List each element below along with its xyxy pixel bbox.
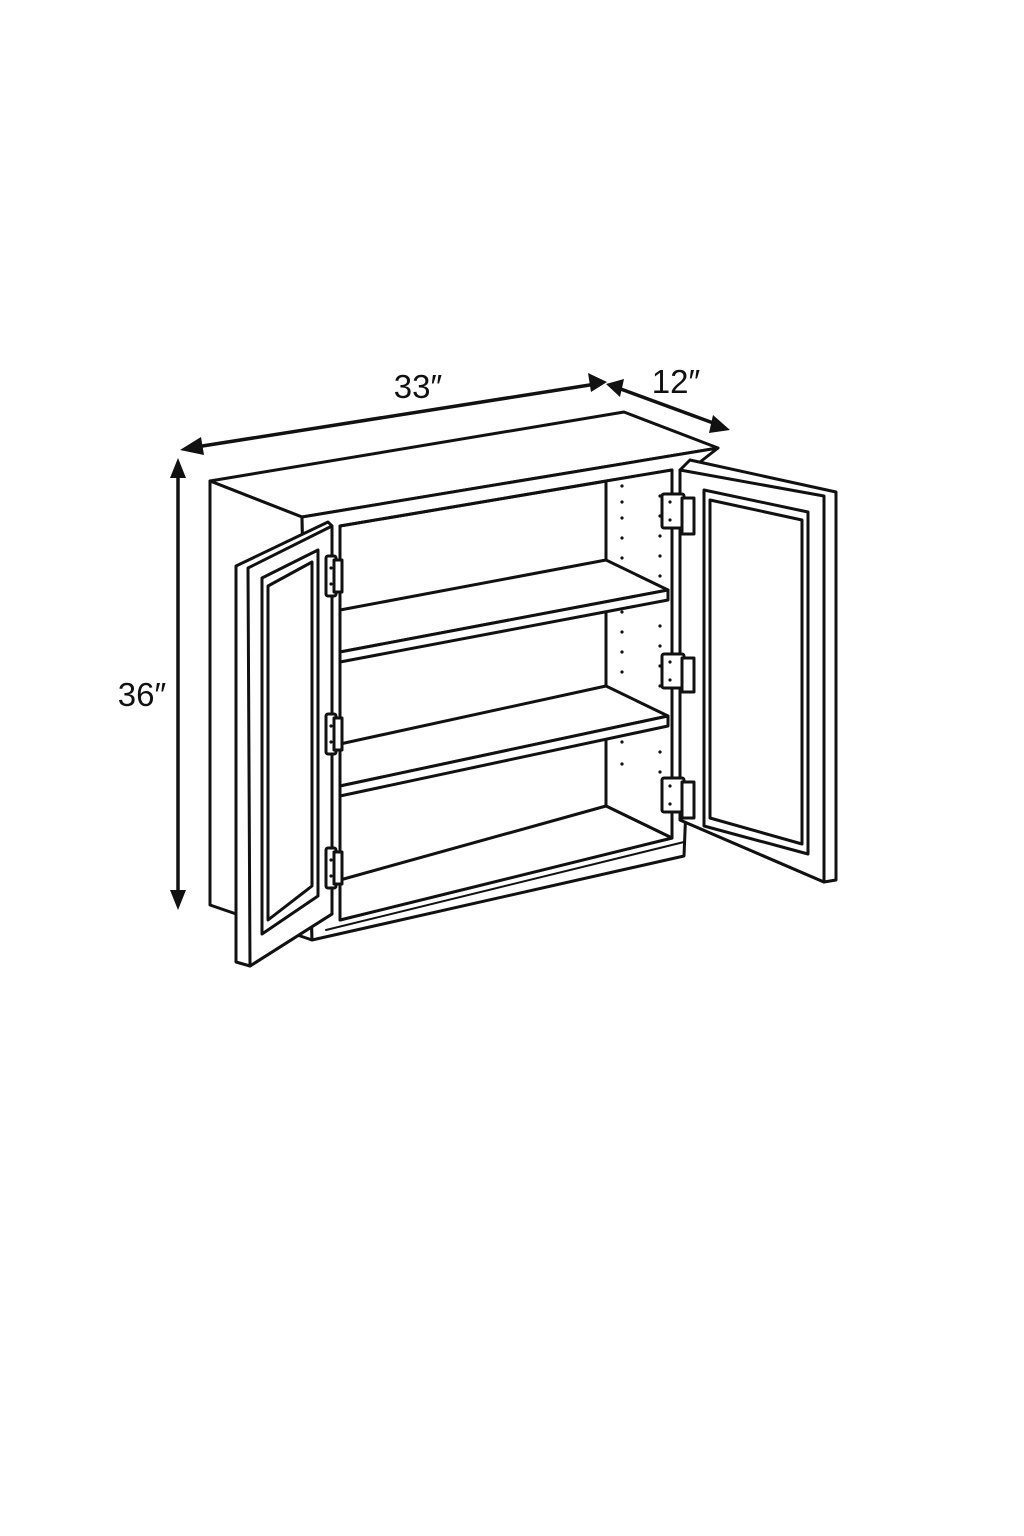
width-dimension-line	[195, 382, 597, 449]
right-door-face	[678, 468, 826, 884]
left-door-hinge-middle	[324, 712, 344, 756]
width-arrow-right-icon	[588, 373, 607, 392]
depth-dimension-line	[617, 386, 717, 426]
left-door	[234, 520, 344, 968]
right-door-panel-inner	[708, 498, 804, 846]
right-door-hinge-top	[660, 492, 696, 536]
depth-arrow-right-icon	[709, 415, 730, 433]
right-door-hinge-middle	[660, 652, 696, 694]
depth-arrow-left-icon	[606, 379, 624, 397]
left-door-hinge-top	[324, 554, 344, 598]
shelf-upper-front	[338, 588, 670, 664]
bottom-edge	[325, 841, 685, 931]
left-door-panel-outer	[260, 548, 320, 936]
shelf-lower-front	[338, 714, 670, 798]
left-door-panel-inner	[266, 560, 314, 922]
width-dimension: 33″	[180, 368, 607, 455]
right-door	[660, 458, 838, 884]
left-door-hinge-bottom	[324, 846, 344, 890]
height-arrow-bottom-icon	[170, 890, 186, 910]
cabinet-bottom	[338, 804, 674, 922]
depth-dimension: 12″	[606, 363, 730, 433]
interior-top-edge	[338, 479, 608, 528]
right-door-panel-outer	[702, 488, 810, 856]
shelf-lower	[338, 684, 670, 798]
height-dimension: 36″	[118, 458, 186, 910]
width-arrow-left-icon	[180, 437, 204, 455]
height-arrow-top-icon	[170, 458, 186, 478]
depth-label: 12″	[652, 363, 701, 400]
width-label: 33″	[394, 368, 443, 405]
shelf-upper	[338, 558, 670, 664]
height-label: 36″	[118, 676, 167, 713]
right-door-hinge-bottom	[660, 776, 696, 820]
